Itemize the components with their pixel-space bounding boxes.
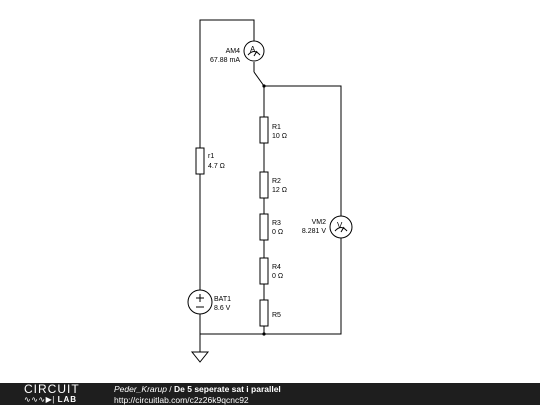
circuit-diagram: A AM4 67.88 mA r1 4.7 Ω BAT1 8.6 V R1 10… <box>187 19 353 363</box>
wire-node-split <box>253 71 265 117</box>
resistor-r2[interactable] <box>259 171 269 199</box>
internal-resistor-value: 4.7 Ω <box>208 163 225 170</box>
circuit-name: De 5 seperate sat i parallel <box>174 384 281 394</box>
circuit-title: Peder_Krarup / De 5 seperate sat i paral… <box>114 384 281 394</box>
resistor-r1-value: 10 Ω <box>272 133 287 140</box>
logo-lab-text: LAB <box>57 395 78 404</box>
author-name[interactable]: Peder_Krarup <box>114 384 167 394</box>
voltmeter-symbol: V <box>337 221 343 230</box>
logo-arrow-icon: ▶| <box>45 395 55 404</box>
ammeter-symbol: A <box>250 45 256 54</box>
logo-wave-icon: ∿∿∿ <box>24 395 46 404</box>
circuitlab-logo-bottom: ∿∿∿▶| LAB <box>24 395 77 404</box>
resistor-r4-name: R4 <box>272 264 281 271</box>
junction-dot-bottom <box>262 332 266 336</box>
resistor-r2-value: 12 Ω <box>272 187 287 194</box>
resistor-r1-name: R1 <box>272 124 281 131</box>
ammeter-name: AM4 <box>226 48 241 55</box>
internal-resistor-name: r1 <box>208 153 214 160</box>
wire-voltmeter-bottom <box>200 238 342 335</box>
voltmeter-name: VM2 <box>312 219 327 226</box>
resistor-r4[interactable] <box>259 257 269 285</box>
ground-icon <box>190 351 210 363</box>
resistor-r4-value: 0 Ω <box>272 273 283 280</box>
internal-resistor-r1[interactable] <box>195 147 205 175</box>
battery-value: 8.6 V <box>214 305 231 312</box>
battery-name: BAT1 <box>214 296 231 303</box>
footer-bar: CIRCUIT ∿∿∿▶| LAB Peder_Krarup / De 5 se… <box>0 383 540 405</box>
resistor-r1[interactable] <box>259 116 269 144</box>
voltmeter-vm2[interactable]: V <box>329 215 353 239</box>
resistor-r5[interactable] <box>259 299 269 327</box>
resistor-r3[interactable] <box>259 213 269 241</box>
title-separator: / <box>166 384 175 394</box>
circuitlab-logo-top[interactable]: CIRCUIT <box>24 382 80 396</box>
resistor-r5-name: R5 <box>272 312 281 319</box>
resistor-r2-name: R2 <box>272 178 281 185</box>
resistor-r3-name: R3 <box>272 220 281 227</box>
battery-bat1[interactable] <box>187 289 213 315</box>
wires <box>199 19 342 352</box>
voltmeter-value: 8.281 V <box>302 228 326 235</box>
ammeter-am4[interactable]: A <box>243 40 265 62</box>
resistor-r3-value: 0 Ω <box>272 229 283 236</box>
wire-voltmeter-top <box>264 85 342 216</box>
ammeter-value: 67.88 mA <box>210 57 240 64</box>
wire-top-left <box>199 19 255 148</box>
junction-dot-top <box>262 84 266 88</box>
circuit-url-link[interactable]: http://circuitlab.com/c2z26k9qcnc92 <box>114 395 249 405</box>
